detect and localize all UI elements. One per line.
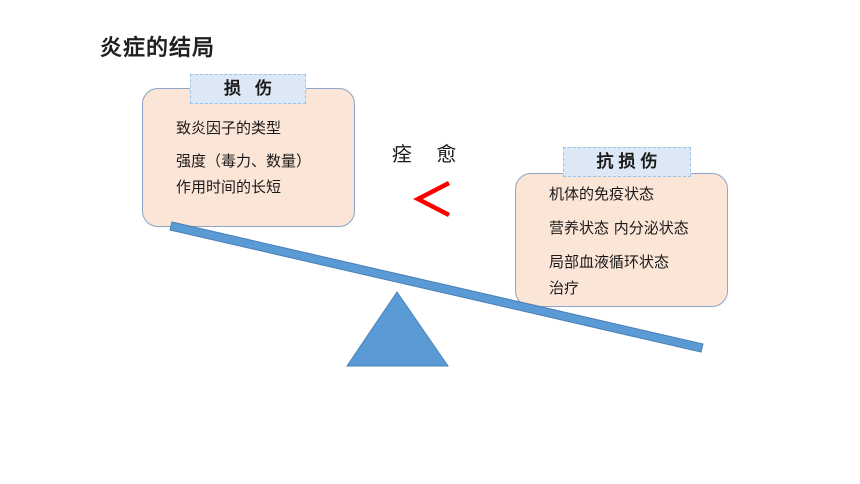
damage-label: 损伤 <box>190 74 306 104</box>
slide-title: 炎症的结局 <box>100 36 216 61</box>
seesaw-beam <box>169 221 704 353</box>
anti-damage-item-circulation: 局部血液循环状态 <box>549 253 670 271</box>
damage-factors-box <box>142 88 355 227</box>
anti-damage-item-immunity: 机体的免疫状态 <box>549 185 655 203</box>
fulcrum-triangle <box>346 291 449 367</box>
recovery-label: 痊 愈 <box>392 142 466 166</box>
less-than-symbol <box>413 181 451 217</box>
anti-damage-factors-box <box>515 173 728 307</box>
anti-damage-item-nutrition: 营养状态 内分泌状态 <box>549 219 689 237</box>
damage-item-type: 致炎因子的类型 <box>176 119 282 137</box>
anti-damage-item-treatment: 治疗 <box>549 279 580 297</box>
damage-item-duration: 作用时间的长短 <box>176 178 282 196</box>
anti-damage-label: 抗损伤 <box>563 147 691 177</box>
damage-item-strength: 强度（毒力、数量） <box>176 152 312 170</box>
